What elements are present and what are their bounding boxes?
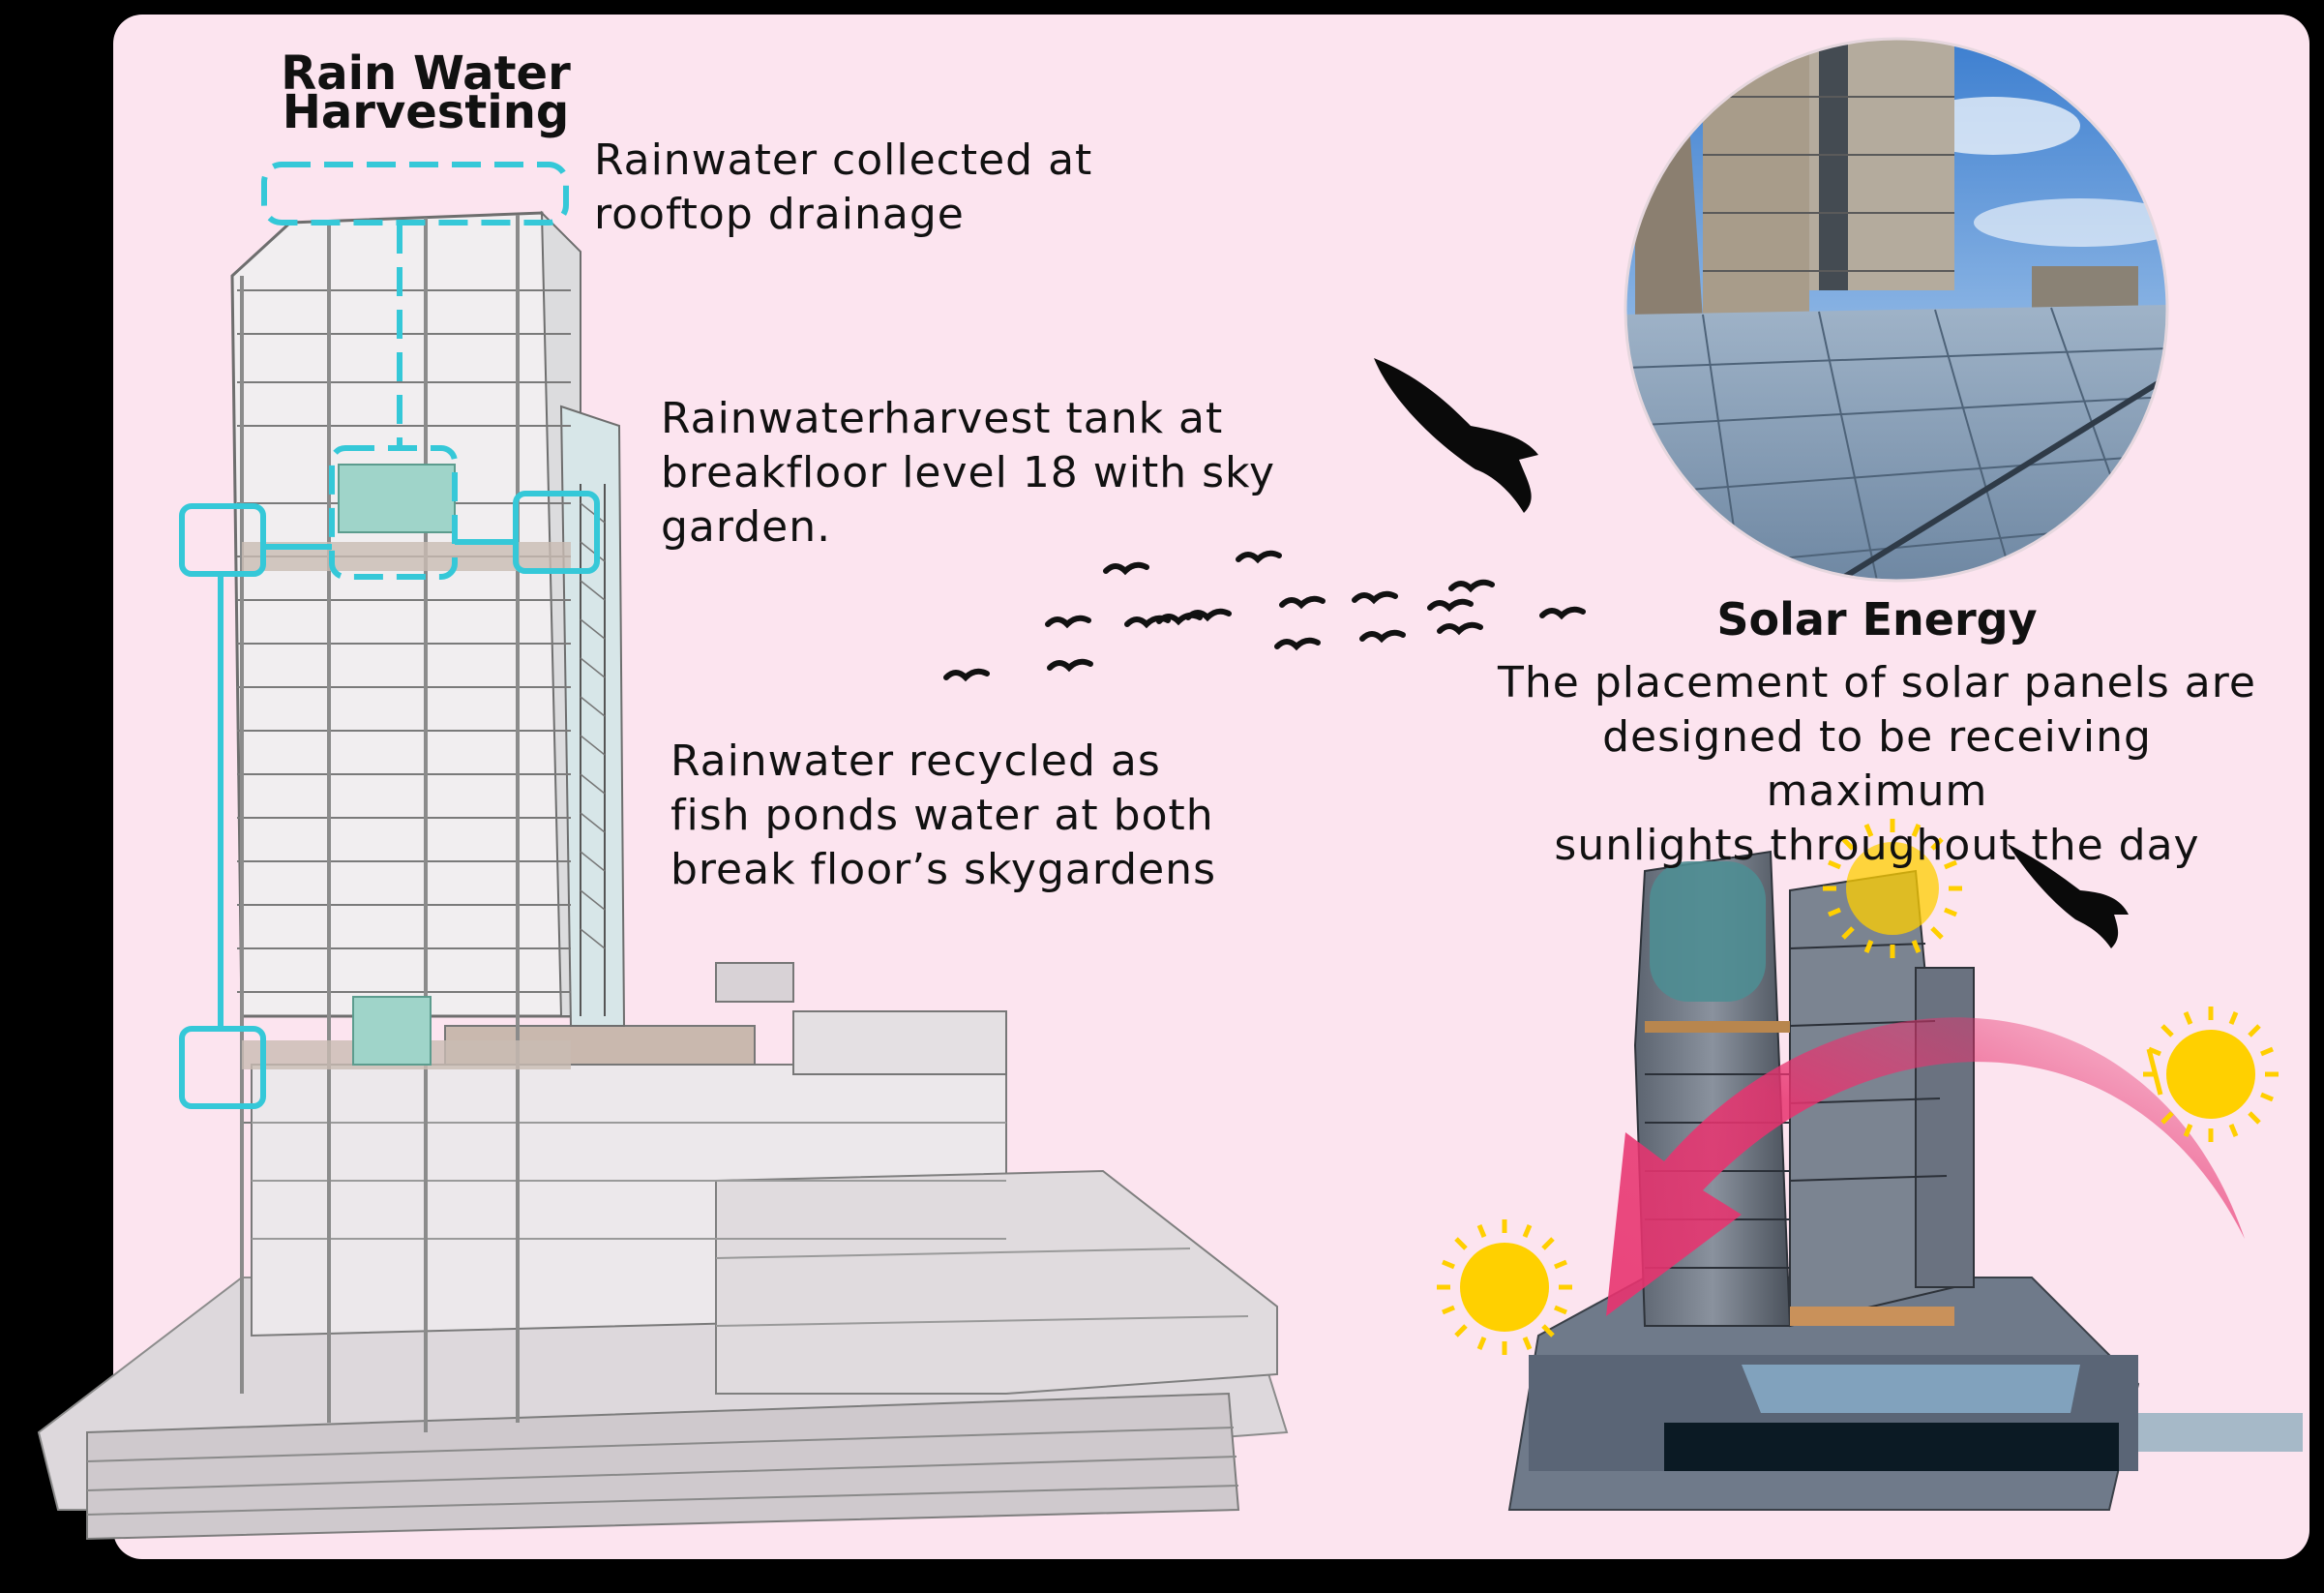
bird-icon bbox=[1103, 561, 1149, 576]
bird-icon bbox=[1047, 658, 1093, 673]
rain-water-harvesting-title: Rain Water Harvesting bbox=[281, 46, 571, 139]
bird-icon bbox=[1359, 629, 1406, 644]
bird-icon bbox=[1156, 612, 1203, 626]
eagle-icon bbox=[2008, 844, 2129, 948]
rainwater-pipe-system bbox=[179, 162, 600, 1109]
rainwater-recycle-note: Rainwater recycled as fish ponds water a… bbox=[670, 736, 1216, 894]
harvest-tank-note: Rainwaterharvest tank at breakfloor leve… bbox=[661, 394, 1275, 552]
building-section-drawing bbox=[37, 210, 1289, 1541]
bird-icon bbox=[1279, 595, 1326, 610]
bird-flock bbox=[943, 550, 1586, 682]
sun-icon bbox=[2143, 1007, 2279, 1142]
bird-icon bbox=[1437, 621, 1483, 636]
bird-icon bbox=[1539, 606, 1586, 620]
rooftop-collection-note: Rainwater collected at rooftop drainage bbox=[594, 135, 1093, 239]
bird-icon bbox=[943, 668, 990, 682]
bird-icon bbox=[1448, 579, 1495, 593]
bird-icon bbox=[1274, 637, 1321, 651]
sun-icon bbox=[1823, 819, 1962, 958]
bird-icon bbox=[1427, 598, 1474, 613]
solar-energy-title: Solar Energy bbox=[1716, 593, 2038, 646]
sun-icon bbox=[1437, 1219, 1572, 1355]
bird-icon bbox=[1236, 550, 1282, 564]
solar-rooftop-photo bbox=[1624, 37, 2169, 583]
sun-path-arrow bbox=[1606, 1017, 2245, 1316]
bird-icon bbox=[1045, 615, 1091, 629]
eagle-icon bbox=[1374, 358, 1538, 513]
bird-icon bbox=[1352, 590, 1398, 605]
solar-energy-description: The placement of solar panels are design… bbox=[1498, 658, 2256, 870]
